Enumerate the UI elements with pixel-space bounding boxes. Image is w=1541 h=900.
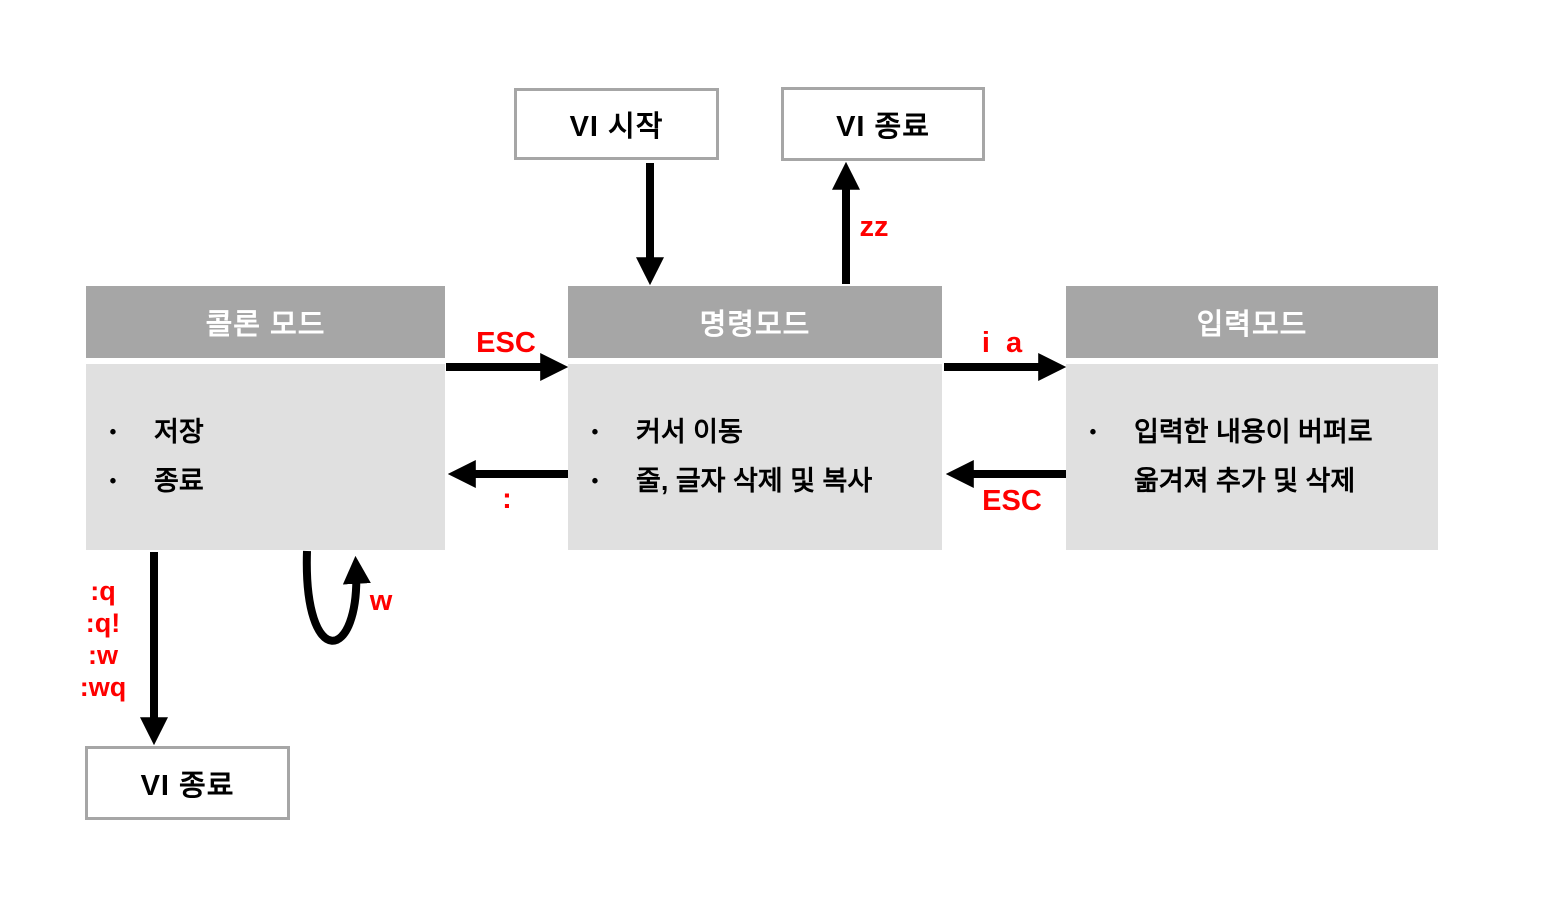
colon-mode-header: 콜론 모드 — [86, 286, 445, 358]
node-vi-exit-top-label: VI 종료 — [836, 111, 930, 143]
command-mode-body: 커서 이동 줄, 글자 삭제 및 복사 — [568, 364, 942, 550]
node-vi-exit-top: VI 종료 — [781, 87, 985, 161]
list-item: 종료 — [86, 457, 445, 506]
colon-mode-body: 저장 종료 — [86, 364, 445, 550]
colon-mode-bullet: 저장 — [154, 417, 204, 447]
node-colon-mode: 콜론 모드 저장 종료 — [86, 286, 445, 550]
node-command-mode: 명령모드 커서 이동 줄, 글자 삭제 및 복사 — [568, 286, 942, 550]
edge-label-w: w — [369, 585, 393, 617]
bullet-icon — [582, 408, 608, 457]
list-item: 커서 이동 — [568, 408, 942, 457]
node-input-mode: 입력모드 입력한 내용이 버퍼로 옮겨져 추가 및 삭제 — [1066, 286, 1438, 550]
bullet-icon — [582, 457, 608, 506]
node-vi-exit-bottom-label: VI 종료 — [140, 770, 235, 802]
node-vi-exit-bottom: VI 종료 — [85, 746, 290, 820]
input-mode-header: 입력모드 — [1066, 286, 1438, 358]
list-item: 줄, 글자 삭제 및 복사 — [568, 457, 942, 506]
node-vi-start-label: VI 시작 — [569, 111, 664, 143]
input-mode-bullet: 입력한 내용이 버퍼로 옮겨져 추가 및 삭제 — [1134, 417, 1373, 496]
edge-label-esc-input: ESC — [982, 485, 1042, 517]
input-mode-title: 입력모드 — [1196, 309, 1308, 341]
edge-label-quit-commands: :q :q! :w :wq — [79, 576, 127, 702]
arrow-colon-self-loop — [302, 550, 371, 645]
bullet-icon — [100, 457, 126, 506]
bullet-icon — [100, 408, 126, 457]
command-mode-bullet: 줄, 글자 삭제 및 복사 — [636, 466, 873, 496]
list-item: 입력한 내용이 버퍼로 옮겨져 추가 및 삭제 — [1066, 408, 1438, 506]
node-vi-start: VI 시작 — [514, 88, 719, 160]
command-mode-header: 명령모드 — [568, 286, 942, 358]
list-item: 저장 — [86, 408, 445, 457]
edge-label-colon-key: : — [502, 483, 512, 515]
command-mode-title: 명령모드 — [699, 309, 811, 341]
colon-mode-bullet: 종료 — [154, 466, 204, 496]
edge-label-zz: zz — [859, 211, 889, 243]
command-mode-bullet: 커서 이동 — [636, 417, 743, 447]
input-mode-body: 입력한 내용이 버퍼로 옮겨져 추가 및 삭제 — [1066, 364, 1438, 550]
edge-label-i-a: i a — [981, 327, 1023, 359]
edge-label-esc-colon: ESC — [476, 327, 536, 359]
colon-mode-title: 콜론 모드 — [205, 309, 326, 341]
bullet-icon — [1080, 408, 1106, 457]
